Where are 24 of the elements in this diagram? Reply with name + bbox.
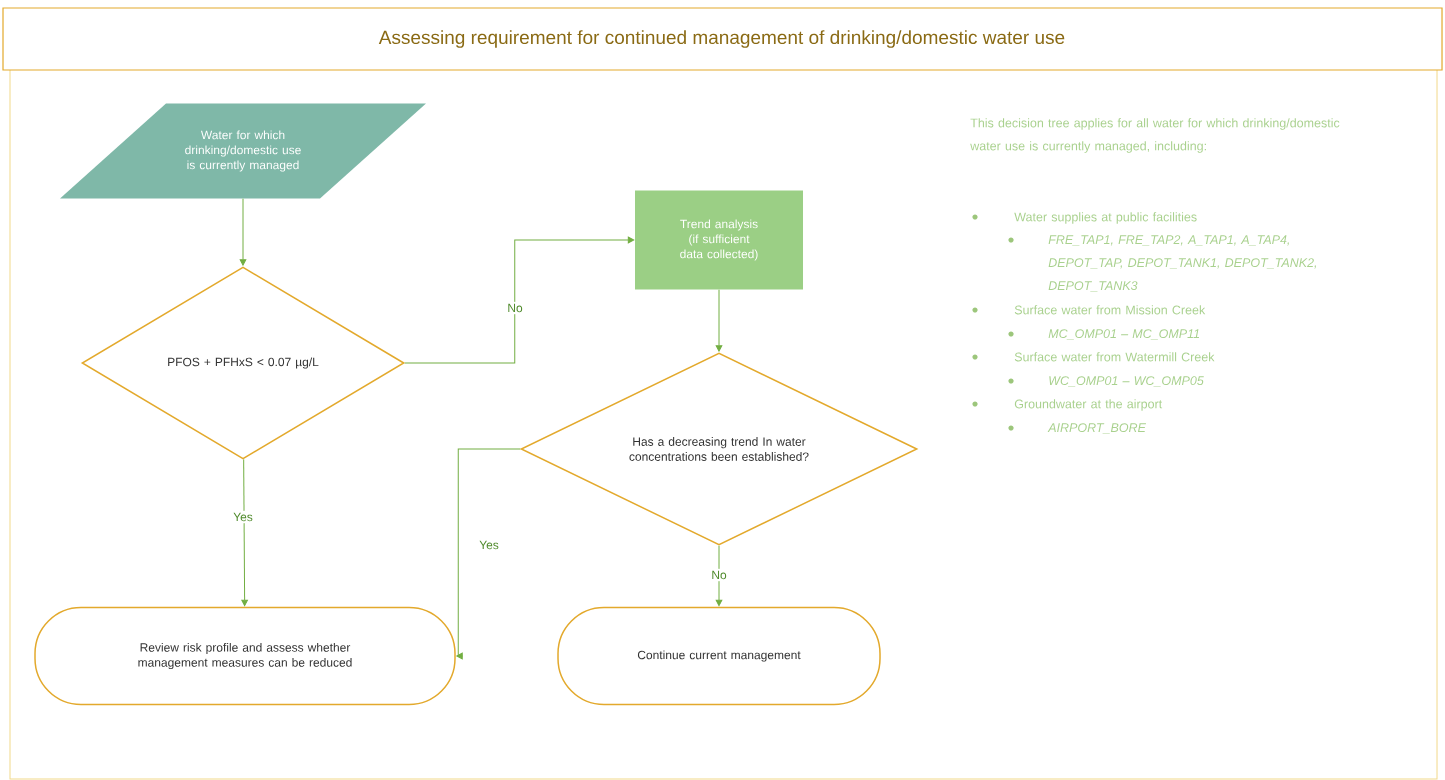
edge-label: Yes <box>477 538 501 552</box>
arrow <box>715 289 723 352</box>
note-text: This decision tree applies for all water for which drinking/domestic water use is currently managed, including: <box>970 118 1340 153</box>
input-parallelogram: Water for which drinking/domestic use is currently managed <box>60 103 426 199</box>
list-item: Surface water from Watermill Creek <box>1014 352 1215 362</box>
list-item: Surface water from Mission Creek <box>1014 305 1206 315</box>
arrow <box>241 458 248 607</box>
edge-label: No <box>505 301 525 315</box>
list-item: Water supplies at public facilities <box>1014 212 1197 224</box>
terminal-box: Continue current management <box>557 606 881 706</box>
list-item: MC_OMP01 – MC_OMP11 <box>1048 329 1200 340</box>
list-item: Groundwater at the airport <box>1014 399 1163 411</box>
title-box: Assessing requirement for continued management of drinking/domestic water use <box>2 7 1443 71</box>
arrow <box>456 448 521 660</box>
arrow <box>715 545 723 607</box>
arrow <box>404 236 635 364</box>
list-item: WC_OMP01 – WC_OMP05 <box>1049 376 1204 387</box>
process-box: Trend analysis (if sufficient data collected) <box>635 190 803 290</box>
edge-label: Yes <box>231 510 255 524</box>
terminal-box: Review risk profile and assess whether management measures can be reduced <box>34 606 456 706</box>
list-item: AIRPORT_BORE <box>1047 423 1147 434</box>
edge-label: No <box>709 568 729 582</box>
arrow <box>239 198 247 266</box>
list-item: FRE_TAP1, FRE_TAP2, A_TAP1, A_TAP4, DEPOT_TAP, DEPOT_TANK1, DEPOT_TANK2, DEPOT_TANK3 <box>1048 235 1317 292</box>
